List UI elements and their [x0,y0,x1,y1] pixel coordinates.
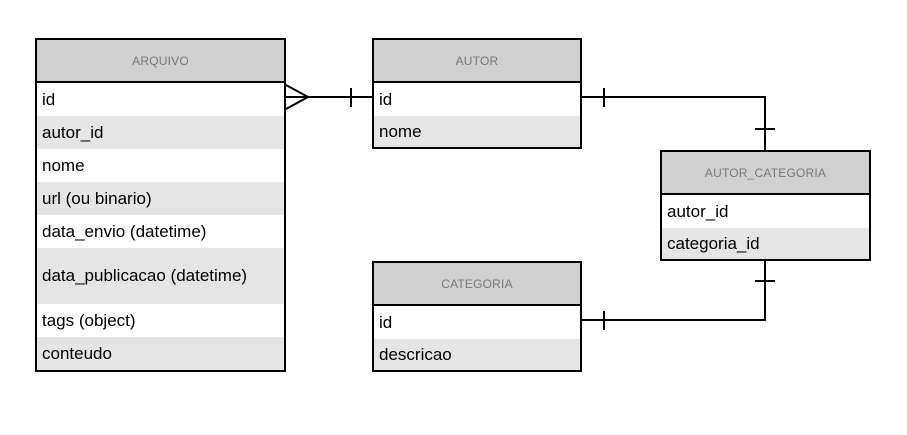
entity-autor-categoria[interactable]: AUTOR_CATEGORIA autor_id categoria_id [660,150,871,261]
entity-header: ARQUIVO [37,40,284,83]
entity-title: ARQUIVO [132,53,189,68]
field-row: tags (object) [42,310,136,330]
field-row: id [379,312,393,332]
entity-header: AUTOR [374,40,580,83]
crowfoot-many [285,84,311,110]
entity-categoria[interactable]: CATEGORIA id descricao [372,261,582,372]
entity-header: CATEGORIA [374,263,580,306]
field-row: data_envio (datetime) [42,221,207,241]
entity-title: AUTOR [455,53,499,68]
entity-arquivo[interactable]: ARQUIVO id autor_id nome url (ou binario… [35,38,286,372]
field-row: conteudo [37,337,284,370]
relation-categoria-autorcategoria [582,261,766,321]
field-row: autor_id [37,116,284,149]
field-row: data_publicacao (datetime) [37,248,284,304]
entity-header: AUTOR_CATEGORIA [662,152,869,195]
field-row: autor_id [667,201,729,221]
relation-autor-autorcategoria [582,96,766,150]
field-row: id [379,89,393,109]
entity-autor[interactable]: AUTOR id nome [372,38,582,149]
entity-title: CATEGORIA [441,276,513,291]
field-row: id [42,89,56,109]
field-row: descricao [374,339,580,370]
field-row: categoria_id [662,228,869,259]
entity-title: AUTOR_CATEGORIA [704,165,827,180]
field-row: url (ou binario) [37,182,284,215]
field-row: nome [42,155,85,175]
field-row: nome [374,116,580,147]
